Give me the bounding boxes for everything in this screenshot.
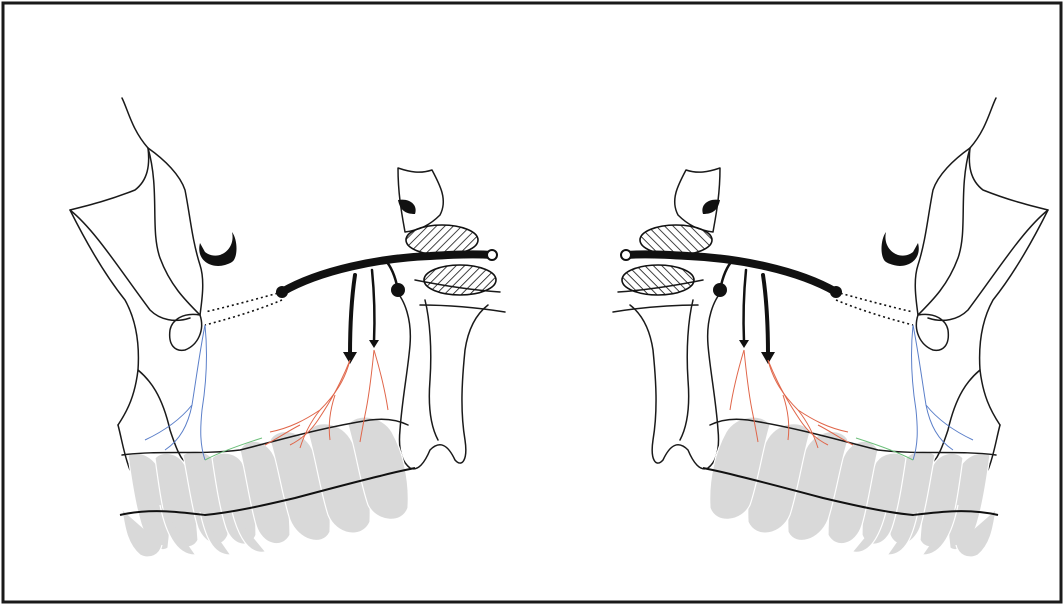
left-skull-view — [70, 98, 505, 557]
right-skull-view-mirrored — [613, 98, 1048, 557]
